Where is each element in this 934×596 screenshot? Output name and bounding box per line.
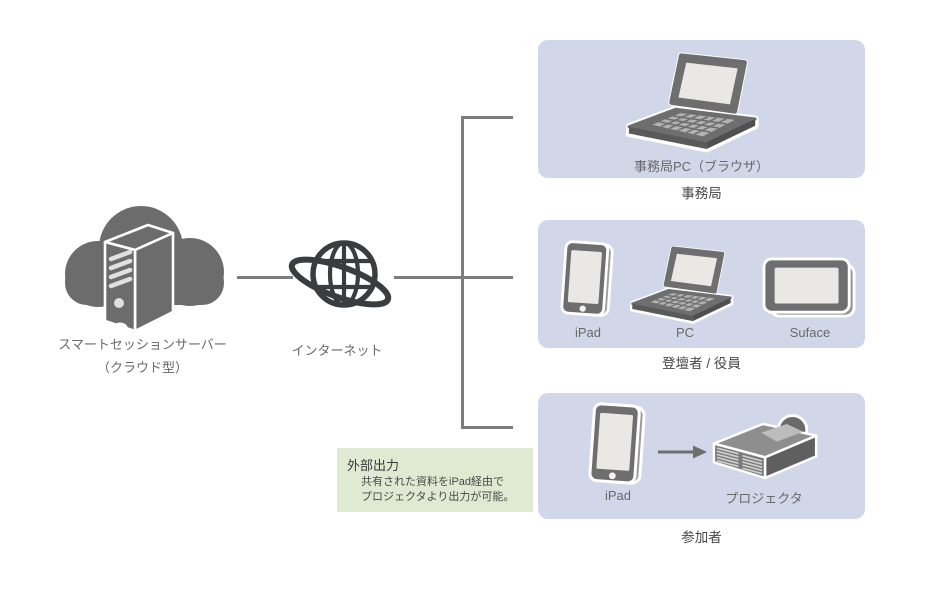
device-label: PC — [675, 325, 695, 340]
connector-branch-middle-line — [394, 276, 513, 279]
internet-label: インターネット — [291, 343, 383, 358]
cloud-server-icon — [65, 206, 224, 336]
group-title-secretariat: 事務局 — [681, 186, 722, 201]
tablet-portrait-icon — [588, 402, 646, 486]
connector-trunk-line — [461, 116, 464, 429]
orbit-ring — [288, 256, 392, 308]
projector-icon — [712, 414, 818, 480]
device-label: プロジェクタ — [725, 491, 803, 506]
connector-branch-top-line — [461, 116, 513, 119]
tablet-landscape-icon — [762, 257, 856, 318]
tablet-portrait-icon — [560, 240, 614, 318]
device-label: 事務局PC（ブラウザ） — [633, 159, 770, 174]
server-label: スマートセッションサーバー — [58, 337, 227, 352]
note-title: 外部出力 — [347, 458, 400, 473]
server-power-button — [114, 298, 124, 308]
arrow-right-icon — [658, 445, 707, 459]
device-label: Suface — [789, 325, 831, 340]
connector-cloud-internet-line — [237, 276, 293, 279]
server-vent-slats — [108, 249, 133, 289]
server-label-sub: （クラウド型） — [96, 360, 188, 375]
server-tower — [103, 223, 175, 333]
note-body-line: プロジェクタより出力が可能。 — [361, 491, 515, 503]
projector-vents — [716, 447, 763, 475]
device-label: iPad — [604, 488, 632, 503]
laptop-icon — [626, 45, 762, 154]
group-title-participants: 参加者 — [681, 530, 722, 545]
device-label: iPad — [574, 325, 602, 340]
connector-branch-bottom-line — [461, 426, 513, 429]
globe-icon — [288, 240, 392, 308]
tablet-screen — [774, 267, 839, 304]
laptop-icon — [630, 240, 736, 325]
note-body-line: 共有された資料をiPad経由で — [361, 476, 505, 488]
group-title-presenters: 登壇者 / 役員 — [662, 356, 741, 371]
note-box — [337, 448, 533, 512]
